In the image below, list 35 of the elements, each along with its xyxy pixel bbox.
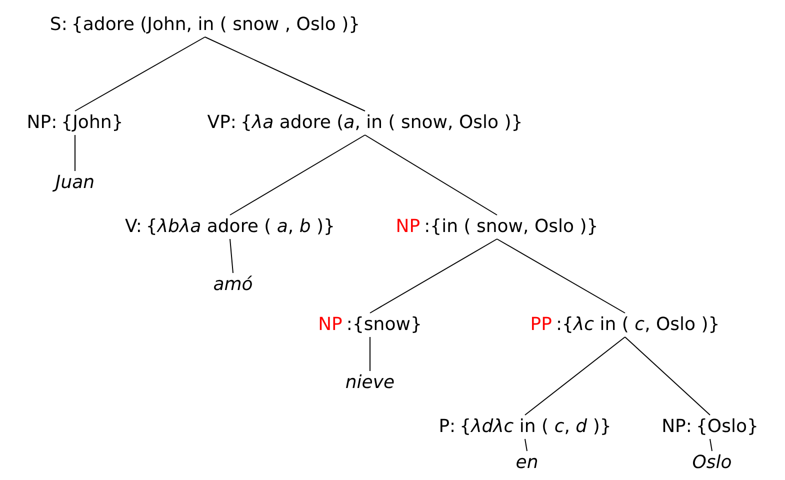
category-label: PP xyxy=(530,314,553,336)
semantic-formula: :{λc in ( c, Oslo )} xyxy=(556,314,720,336)
semantic-formula: {λbλa adore ( a, b )} xyxy=(146,216,335,238)
tree-branch xyxy=(74,36,206,112)
semantic-formula: {λa adore (a, in ( snow, Oslo )} xyxy=(240,112,523,134)
semantic-formula: {John} xyxy=(61,112,124,134)
semantic-formula: {adore (John, in ( snow , Oslo )} xyxy=(71,14,360,36)
tree-branch xyxy=(524,336,626,416)
tree-branch xyxy=(230,134,366,216)
leaf-word: Juan xyxy=(55,172,95,194)
semantic-formula: {Oslo} xyxy=(696,416,758,438)
leaf-word: nieve xyxy=(345,372,395,394)
tree-branch xyxy=(204,36,366,112)
tree-branch xyxy=(230,238,234,274)
category-label: S: xyxy=(50,14,68,36)
category-label: VP: xyxy=(207,112,238,134)
semantic-formula: :{snow} xyxy=(346,314,422,336)
leaf-word: Oslo xyxy=(692,452,732,474)
tree-branch xyxy=(74,134,76,172)
tree-branch xyxy=(710,438,712,452)
leaf-word: en xyxy=(516,452,538,474)
leaf-word: amó xyxy=(213,274,253,296)
semantic-formula: :{in ( snow, Oslo )} xyxy=(424,216,598,238)
tree-branch xyxy=(624,336,710,416)
tree-branch xyxy=(524,438,528,452)
category-label: NP: xyxy=(662,416,693,438)
category-label: NP xyxy=(396,216,422,238)
tree-branch xyxy=(370,238,498,314)
tree-branch xyxy=(364,134,498,216)
category-label: NP xyxy=(318,314,344,336)
category-label: P: xyxy=(438,416,457,438)
category-label: V: xyxy=(125,216,143,238)
tree-branch xyxy=(496,238,626,314)
category-label: NP: xyxy=(26,112,58,134)
semantic-formula: {λdλc in ( c, d )} xyxy=(460,416,612,438)
